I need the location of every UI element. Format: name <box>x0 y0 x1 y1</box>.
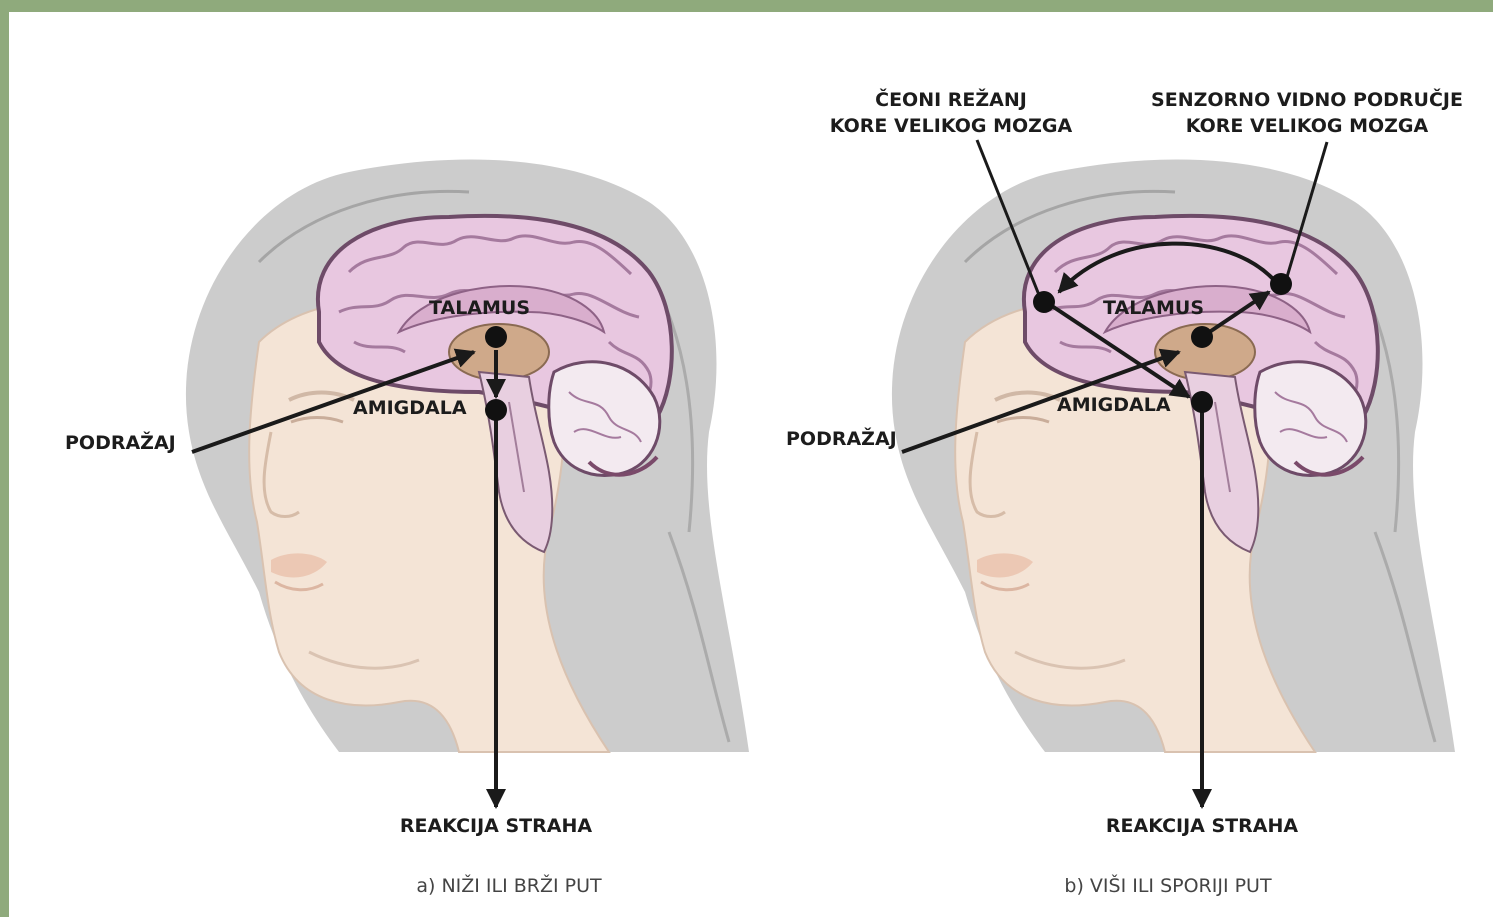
thalamus-node <box>485 326 507 348</box>
diagram-frame: TALAMUS AMIGDALA PODRAŽAJ REAKCIJA STRAH… <box>9 12 1493 917</box>
label-senzorno-line1: SENZORNO VIDNO PODRUČJE <box>1151 87 1463 111</box>
label-reakcija-straha: REAKCIJA STRAHA <box>1106 815 1298 837</box>
label-podrazaj: PODRAŽAJ <box>65 431 176 454</box>
panel-high-road: TALAMUS AMIGDALA PODRAŽAJ REAKCIJA STRAH… <box>786 87 1463 897</box>
label-reakcija-straha: REAKCIJA STRAHA <box>400 815 592 837</box>
label-amigdala: AMIGDALA <box>353 397 467 419</box>
head-brain-illustration <box>892 160 1455 752</box>
fear-pathways-diagram: TALAMUS AMIGDALA PODRAŽAJ REAKCIJA STRAH… <box>9 12 1493 917</box>
panel-low-road: TALAMUS AMIGDALA PODRAŽAJ REAKCIJA STRAH… <box>65 160 749 897</box>
label-talamus: TALAMUS <box>1103 297 1204 319</box>
label-senzorno-line2: KORE VELIKOG MOZGA <box>1186 115 1429 137</box>
label-ceoni-line1: ČEONI REŽANJ <box>875 87 1027 111</box>
amygdala-node <box>1191 391 1213 413</box>
head-brain-illustration <box>186 160 749 752</box>
caption-panel-a: a) NIŽI ILI BRŽI PUT <box>416 874 602 897</box>
sensory-cortex-node <box>1270 273 1292 295</box>
caption-panel-b: b) VIŠI ILI SPORIJI PUT <box>1064 873 1272 897</box>
label-talamus: TALAMUS <box>429 297 530 319</box>
thalamus-node <box>1191 326 1213 348</box>
amygdala-node <box>485 399 507 421</box>
label-amigdala: AMIGDALA <box>1057 394 1171 416</box>
label-ceoni-line2: KORE VELIKOG MOZGA <box>830 115 1073 137</box>
label-podrazaj: PODRAŽAJ <box>786 427 897 450</box>
frontal-lobe-node <box>1033 291 1055 313</box>
